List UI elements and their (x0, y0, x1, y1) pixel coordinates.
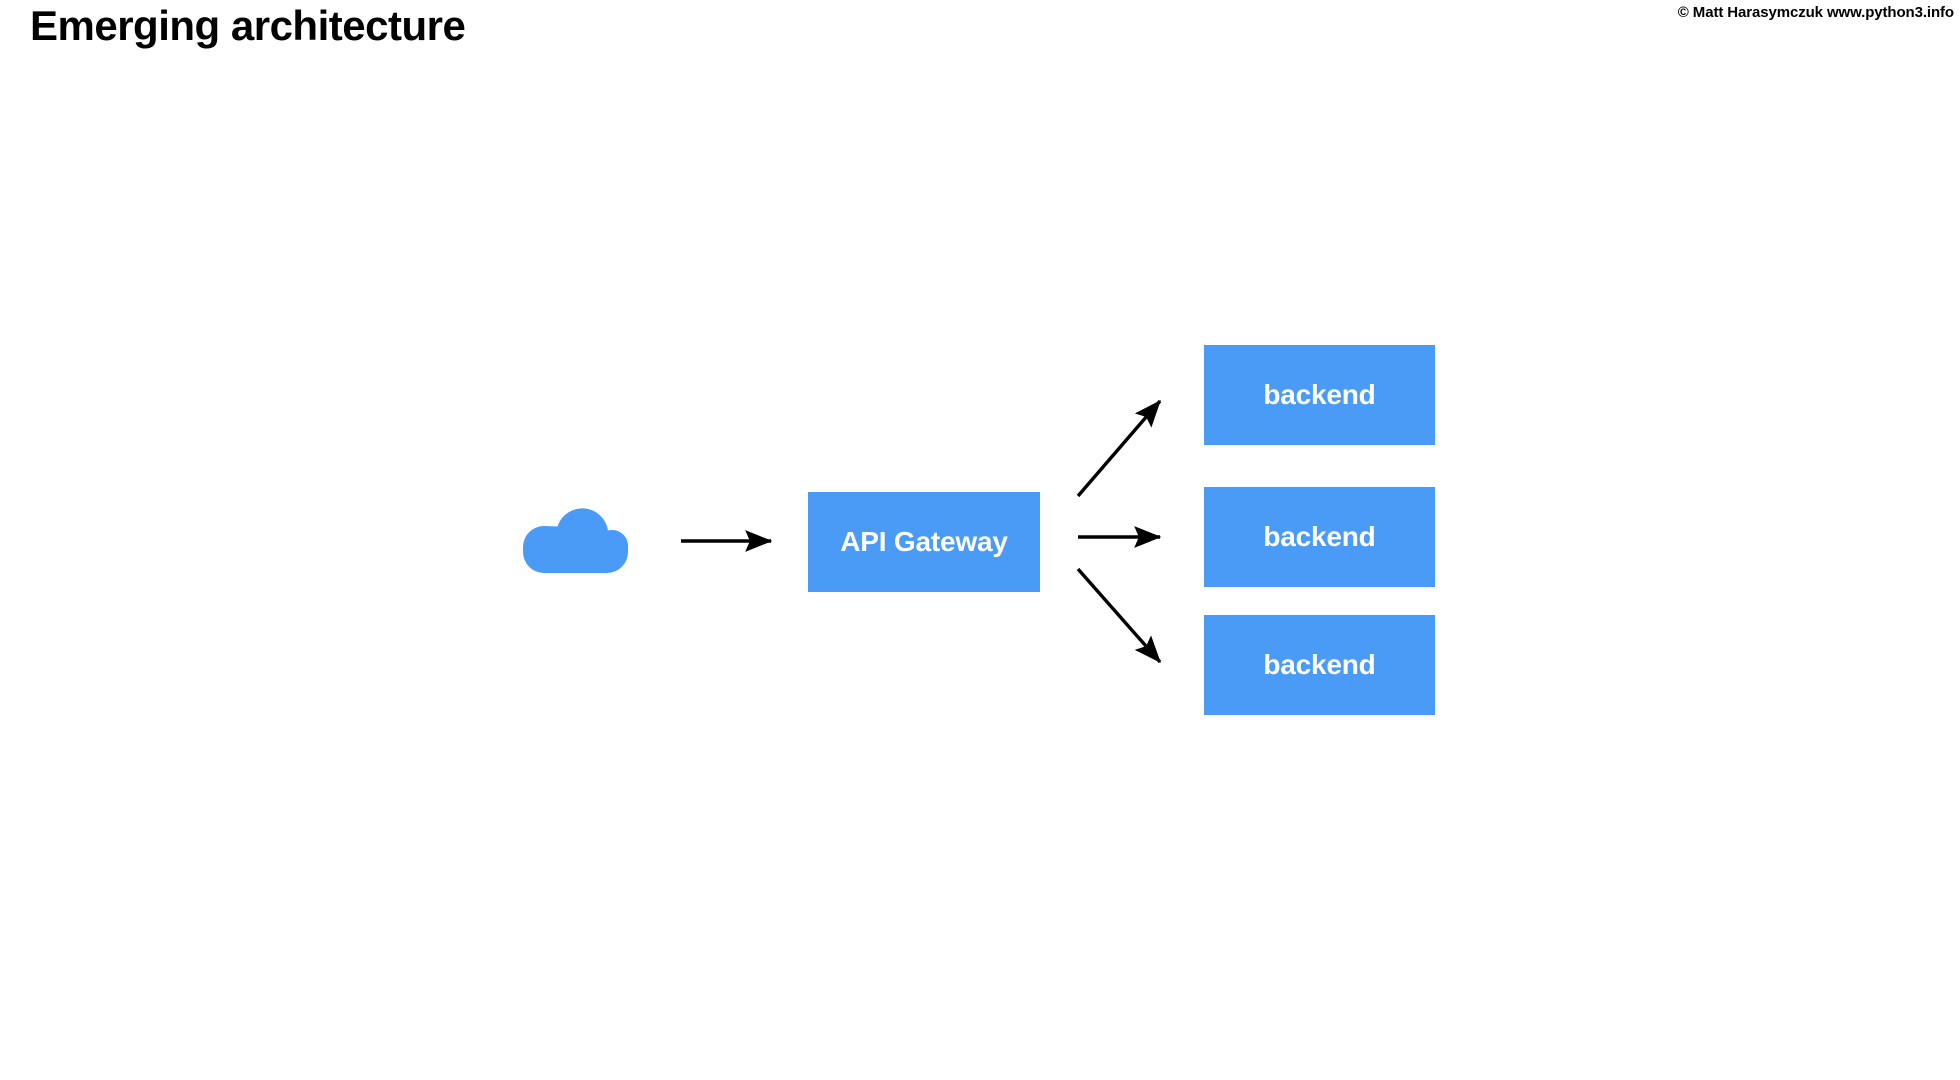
node-backend-1[interactable]: backend (1204, 345, 1435, 445)
node-api-gateway[interactable]: API Gateway (808, 492, 1040, 592)
node-backend-2[interactable]: backend (1204, 487, 1435, 587)
page-title: Emerging architecture (30, 2, 466, 49)
cloud-icon (523, 508, 628, 573)
connector-api-gateway-to-backend-1 (1076, 399, 1162, 498)
node-api-gateway-label: API Gateway (840, 526, 1008, 557)
node-backend-2-label: backend (1263, 521, 1376, 552)
node-backend-3[interactable]: backend (1204, 615, 1435, 715)
node-backend-3-label: backend (1263, 649, 1376, 680)
copyright-notice: © Matt Harasymczuk www.python3.info (1677, 4, 1954, 21)
node-backend-1-label: backend (1263, 379, 1376, 410)
connector-api-gateway-to-backend-3 (1076, 567, 1162, 664)
cloud-node[interactable] (520, 498, 642, 574)
